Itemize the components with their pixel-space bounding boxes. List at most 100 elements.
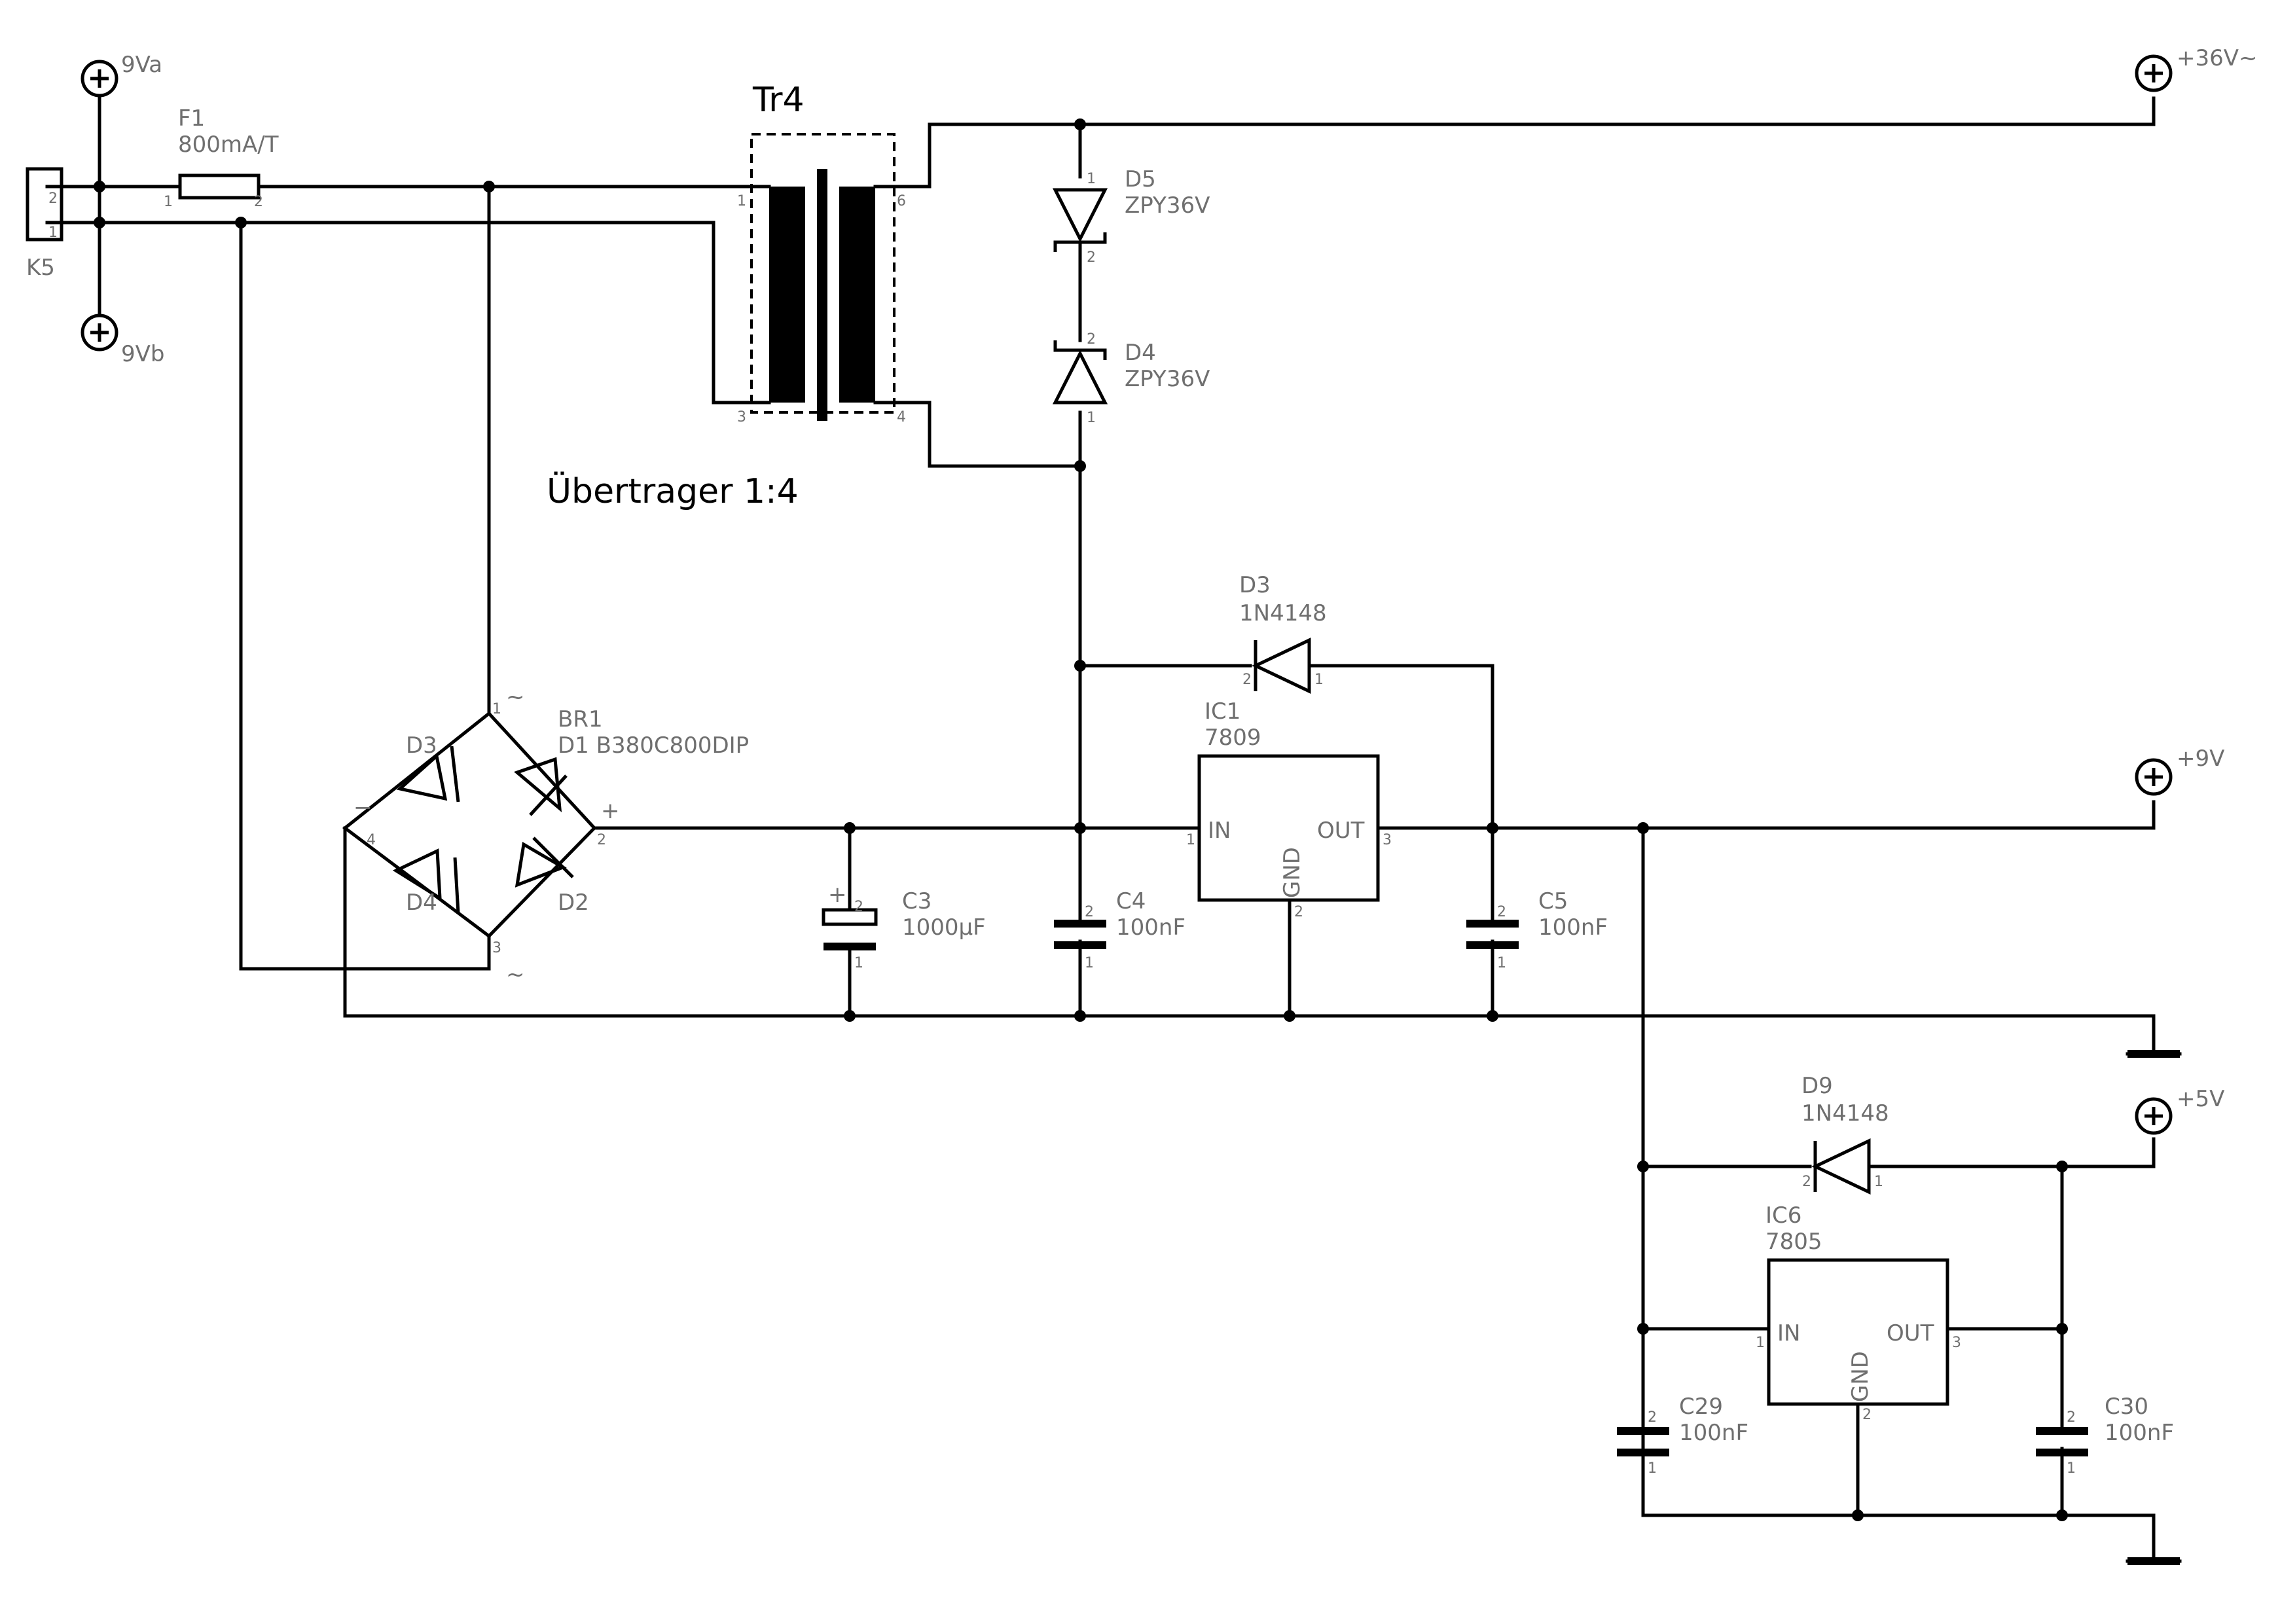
connector-k5: 2 1 K5 [26, 167, 101, 281]
connector-pin-1: 1 [48, 225, 58, 241]
ic6-pin-3: 3 [1952, 1335, 1961, 1351]
bridge-diode-label-d2: D2 [558, 890, 589, 916]
junction-dot [2056, 1509, 2068, 1521]
diode-d9-pin-1: 1 [1874, 1174, 1883, 1190]
bridge-diode-d4 [392, 848, 460, 914]
capacitor-c5: 2 1 C5 100nF [1466, 888, 1608, 971]
capacitor-c30: 2 1 C30 100nF [2036, 1394, 2174, 1477]
junction-dot [1074, 118, 1086, 130]
zener-d5-pin-1: 1 [1087, 171, 1096, 187]
fuse-pin-1: 1 [164, 194, 173, 210]
transformer-tr4: Tr4 Übertrager 1:4 1 3 6 4 [547, 81, 906, 511]
transformer-pin-4: 4 [897, 409, 906, 425]
junction-dot [844, 1010, 856, 1022]
junction-dot [1637, 822, 1649, 834]
capacitor-c3-pin-1: 1 [854, 955, 863, 971]
capacitor-c4-value: 100nF [1116, 914, 1185, 941]
connector-pin-2: 2 [48, 190, 58, 207]
junction-dot [235, 217, 247, 228]
bridge-pin-4: 4 [367, 832, 376, 848]
junction-dot [1074, 660, 1086, 672]
zener-diode-d4: 2 1 D4 ZPY36V [1052, 331, 1210, 426]
ic6-ref: IC6 [1765, 1202, 1801, 1229]
bridge-diode-d2 [515, 837, 574, 888]
diode-d9-ref: D9 [1801, 1073, 1833, 1099]
capacitor-c4-pin-1: 1 [1085, 955, 1094, 971]
bridge-pin-1: 1 [492, 701, 501, 717]
junction-dot [1487, 1010, 1498, 1022]
fuse-pin-2: 2 [254, 194, 263, 210]
junction-dot [1852, 1509, 1864, 1521]
bridge-value: D1 B380C800DIP [558, 732, 749, 759]
transformer-pin-1: 1 [737, 193, 746, 209]
diode-d3-pin-2: 2 [1242, 672, 1252, 688]
capacitor-c4-pin-2: 2 [1085, 904, 1094, 920]
zener-d4-ref: D4 [1125, 340, 1156, 366]
ic1-ref: IC1 [1204, 698, 1240, 725]
ic1-value: 7809 [1204, 725, 1261, 751]
transformer-description: Übertrager 1:4 [547, 471, 799, 511]
bridge-diode-d1 [514, 757, 568, 816]
ground-symbol [2127, 1050, 2180, 1058]
transformer-pin-6: 6 [897, 193, 906, 209]
transformer-pin-3: 3 [737, 409, 746, 425]
capacitor-c4-ref: C4 [1116, 888, 1146, 914]
supply-9va: 9Va [81, 52, 162, 98]
bridge-ref: BR1 [558, 706, 603, 732]
diode-d9-pin-2: 2 [1802, 1174, 1811, 1190]
ic1-pin-2: 2 [1294, 904, 1303, 920]
bridge-ac-bottom: ~ [506, 962, 525, 988]
ic1-pin-gnd: GND [1279, 847, 1305, 898]
capacitor-c5-pin-1: 1 [1497, 955, 1506, 971]
capacitor-c29-pin-1: 1 [1648, 1460, 1657, 1477]
ic6-pin-in: IN [1777, 1320, 1800, 1346]
ic6-value: 7805 [1765, 1229, 1822, 1255]
capacitor-c4: 2 1 C4 100nF [1054, 888, 1185, 971]
junction-dot [2056, 1161, 2068, 1172]
fuse-f1: F1 800mA/T 1 2 [164, 105, 279, 210]
capacitor-c3-pin-2: 2 [854, 899, 863, 915]
junction-dot [1487, 822, 1498, 834]
bridge-minus: − [353, 795, 372, 821]
capacitor-c3: + 2 1 C3 1000µF [822, 882, 986, 971]
diode-d9: D9 1N4148 2 1 [1801, 1073, 1889, 1195]
diode-d3-ref: D3 [1239, 572, 1271, 598]
ic1-pin-out: OUT [1317, 818, 1365, 844]
supply-label-9v: +9V [2177, 746, 2224, 772]
bridge-diode-label-d4: D4 [406, 890, 437, 916]
capacitor-c30-value: 100nF [2105, 1420, 2174, 1446]
bridge-rectifier-br1: BR1 D1 B380C800DIP D3 D4 D2 1 ~ 2 + 3 ~ … [342, 684, 749, 988]
diode-d9-value: 1N4148 [1801, 1100, 1889, 1127]
capacitor-c30-pin-2: 2 [2067, 1409, 2076, 1426]
supply-9vb: 9Vb [81, 314, 164, 367]
regulator-ic1: IC1 7809 IN OUT GND 1 3 2 [1186, 698, 1392, 920]
diode-d3-pin-1: 1 [1314, 672, 1324, 688]
capacitor-c5-pin-2: 2 [1497, 904, 1506, 920]
zener-d5-value: ZPY36V [1125, 192, 1210, 219]
junction-dot [1284, 1010, 1295, 1022]
capacitor-c30-ref: C30 [2105, 1394, 2148, 1420]
diode-d3: D3 1N4148 2 1 [1239, 572, 1327, 694]
capacitor-c30-pin-1: 1 [2067, 1460, 2076, 1477]
capacitor-c29-value: 100nF [1679, 1420, 1748, 1446]
junction-dot [483, 181, 495, 192]
bridge-pin-2: 2 [597, 832, 606, 848]
zener-diode-d5: 1 2 D5 ZPY36V [1052, 166, 1210, 266]
ic1-pin-3: 3 [1383, 832, 1392, 848]
supply-label-9vb: 9Vb [121, 341, 164, 367]
ground-symbol [2127, 1557, 2180, 1565]
junction-dot [1637, 1161, 1649, 1172]
junction-dot [844, 822, 856, 834]
zener-d4-value: ZPY36V [1125, 366, 1210, 392]
zener-d4-pin-1: 1 [1087, 410, 1096, 426]
capacitor-c3-value: 1000µF [902, 914, 986, 941]
capacitor-c29-pin-2: 2 [1648, 1409, 1657, 1426]
connector-ref: K5 [26, 255, 55, 281]
capacitor-c3-plus: + [828, 882, 847, 908]
bridge-pin-3: 3 [492, 940, 501, 956]
junction-dot [1637, 1323, 1649, 1335]
supply-9v: +9V [2135, 746, 2224, 796]
ic1-pin-1: 1 [1186, 832, 1195, 848]
supply-5v: +5V [2135, 1086, 2224, 1135]
ic6-pin-2: 2 [1862, 1407, 1872, 1423]
